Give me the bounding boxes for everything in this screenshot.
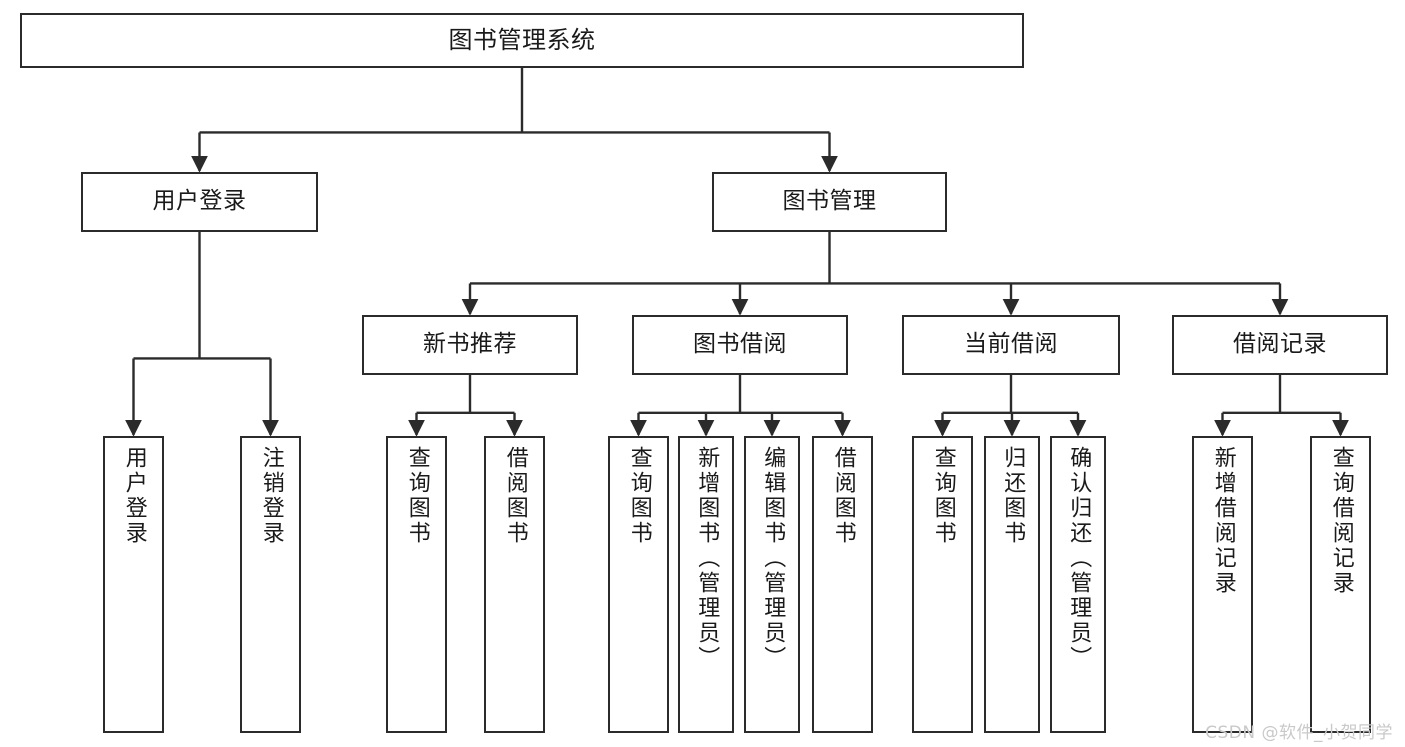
node-bookmgmt[interactable]: 图书管理: [712, 172, 947, 232]
node-label: 借阅记录: [1233, 331, 1327, 358]
node-leaf-new-1[interactable]: 查询图书: [386, 436, 447, 733]
node-leaf-borrow-4[interactable]: 借阅图书: [812, 436, 873, 733]
node-label: 查询图书: [930, 446, 956, 546]
node-leaf-login-2[interactable]: 注销登录: [240, 436, 301, 733]
node-label: 借阅图书: [830, 446, 856, 546]
node-label: 查询图书: [404, 446, 430, 546]
node-label: 当前借阅: [964, 331, 1058, 358]
node-leaf-cur-3[interactable]: 确认归还（管理员）: [1050, 436, 1106, 733]
node-label: 查询借阅记录: [1328, 446, 1354, 596]
node-label: 归还图书: [1000, 446, 1026, 546]
node-label: 确认归还（管理员）: [1066, 446, 1092, 671]
node-newbook[interactable]: 新书推荐: [362, 315, 578, 375]
node-leaf-borrow-1[interactable]: 查询图书: [608, 436, 669, 733]
node-leaf-cur-2[interactable]: 归还图书: [984, 436, 1040, 733]
node-label: 新书推荐: [423, 331, 517, 358]
node-leaf-cur-1[interactable]: 查询图书: [912, 436, 973, 733]
node-leaf-borrow-3[interactable]: 编辑图书（管理员）: [744, 436, 800, 733]
node-label: 用户登录: [152, 188, 247, 215]
node-label: 注销登录: [258, 446, 284, 546]
node-leaf-new-2[interactable]: 借阅图书: [484, 436, 545, 733]
node-label: 编辑图书（管理员）: [760, 446, 786, 671]
node-label: 借阅图书: [502, 446, 528, 546]
node-label: 查询图书: [626, 446, 652, 546]
node-borrow[interactable]: 图书借阅: [632, 315, 848, 375]
node-records[interactable]: 借阅记录: [1172, 315, 1388, 375]
node-login[interactable]: 用户登录: [81, 172, 318, 232]
node-leaf-rec-2[interactable]: 查询借阅记录: [1310, 436, 1371, 733]
node-leaf-borrow-2[interactable]: 新增图书（管理员）: [678, 436, 734, 733]
node-label: 新增图书（管理员）: [694, 446, 720, 671]
node-label: 用户登录: [121, 446, 147, 546]
node-leaf-rec-1[interactable]: 新增借阅记录: [1192, 436, 1253, 733]
node-label: 图书管理系统: [448, 26, 596, 55]
node-label: 图书借阅: [693, 331, 787, 358]
node-label: 新增借阅记录: [1210, 446, 1236, 596]
watermark: CSDN @软件_小贺同学: [1205, 723, 1393, 743]
node-root[interactable]: 图书管理系统: [20, 13, 1024, 68]
node-current[interactable]: 当前借阅: [902, 315, 1120, 375]
node-label: 图书管理: [782, 188, 877, 215]
node-leaf-login-1[interactable]: 用户登录: [103, 436, 164, 733]
